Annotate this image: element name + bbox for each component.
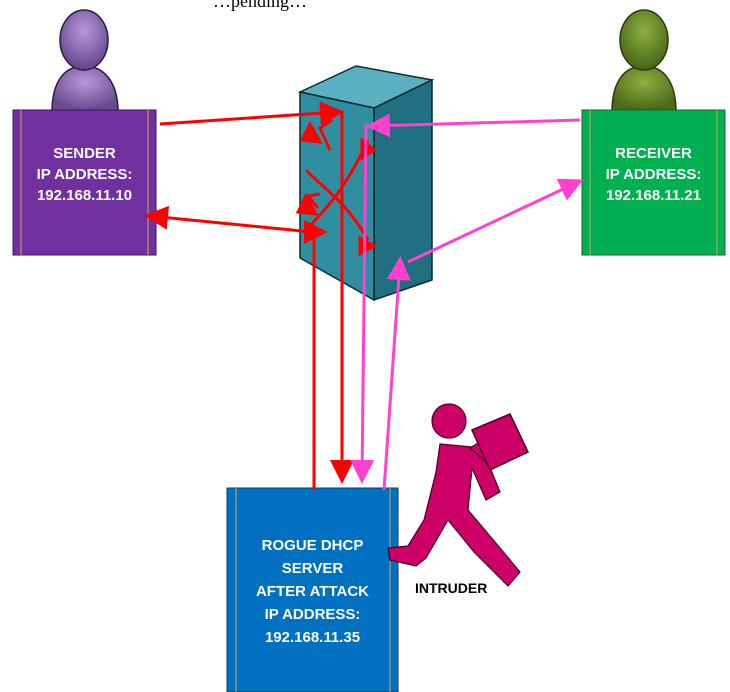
sender-box	[12, 109, 157, 256]
person-icon-receiver	[611, 9, 677, 113]
top-caption: …pending…	[213, 0, 307, 11]
sender-label: SENDER IP ADDRESS: 192.168.11.10	[36, 145, 133, 204]
receiver-box	[581, 109, 726, 256]
red-arrows	[144, 101, 354, 490]
intruder-label: INTRUDER	[415, 580, 488, 596]
rogue-server-box	[226, 487, 399, 692]
person-icon-sender	[51, 9, 119, 113]
receiver-label: RECEIVER IP ADDRESS: 192.168.11.21	[605, 145, 702, 204]
intruder-figure-icon	[387, 403, 529, 587]
pink-arrows	[350, 113, 584, 491]
rogue-server-label: ROGUE DHCP SERVER AFTER ATTACK IP ADDRES…	[255, 537, 370, 646]
